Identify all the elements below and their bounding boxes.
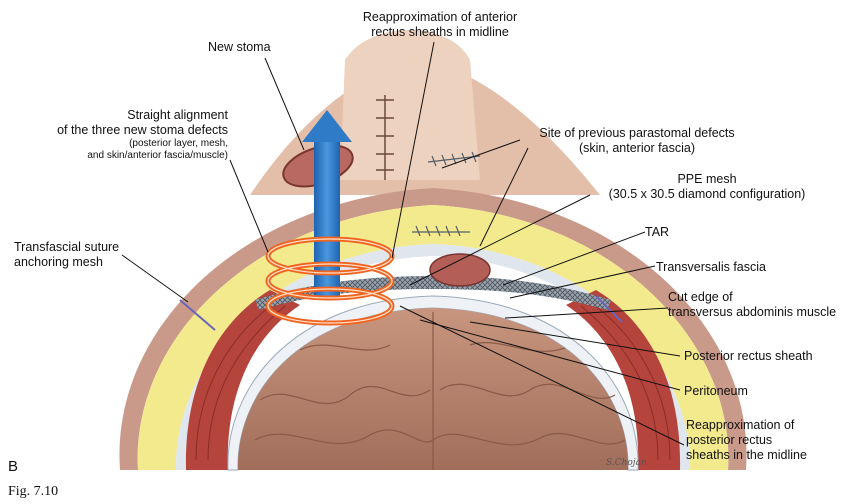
label-new-stoma: New stoma (208, 40, 271, 55)
label-line: transversus abdominis muscle (668, 305, 836, 320)
label-line: Reapproximation of anterior (350, 10, 530, 25)
artist-signature: S.Chojan (606, 458, 647, 468)
label-site-previous-defects: Site of previous parastomal defects (ski… (520, 126, 754, 156)
label-line: PPE mesh (592, 172, 822, 187)
label-cut-edge: Cut edge of transversus abdominis muscle (668, 290, 836, 320)
label-line: posterior rectus (686, 433, 807, 448)
label-posterior-rectus-sheath: Posterior rectus sheath (684, 349, 813, 364)
panel-letter: B (8, 458, 18, 475)
label-line: and skin/anterior fascia/muscle) (2, 150, 228, 162)
label-line: (posterior layer, mesh, (2, 138, 228, 150)
label-line: Transfascial suture (14, 240, 119, 255)
label-line: sheaths in the midline (686, 448, 807, 463)
label-transfascial-suture: Transfascial suture anchoring mesh (14, 240, 119, 270)
label-ppe-mesh: PPE mesh (30.5 x 30.5 diamond configurat… (592, 172, 822, 202)
label-peritoneum: Peritoneum (684, 384, 748, 399)
label-line: Site of previous parastomal defects (520, 126, 754, 141)
label-line: (30.5 x 30.5 diamond configuration) (592, 187, 822, 202)
label-reapprox-anterior: Reapproximation of anterior rectus sheat… (350, 10, 530, 40)
label-line: rectus sheaths in midline (350, 25, 530, 40)
label-line: anchoring mesh (14, 255, 119, 270)
label-line: (skin, anterior fascia) (520, 141, 754, 156)
label-line: of the three new stoma defects (2, 123, 228, 138)
label-line: Cut edge of (668, 290, 836, 305)
label-line: Straight alignment (2, 108, 228, 123)
label-straight-alignment: Straight alignment of the three new stom… (2, 108, 228, 162)
label-transversalis-fascia: Transversalis fascia (656, 260, 766, 275)
label-reapprox-posterior: Reapproximation of posterior rectus shea… (686, 418, 807, 463)
figure-number: Fig. 7.10 (8, 484, 58, 500)
label-tar: TAR (645, 225, 669, 240)
label-line: Reapproximation of (686, 418, 807, 433)
